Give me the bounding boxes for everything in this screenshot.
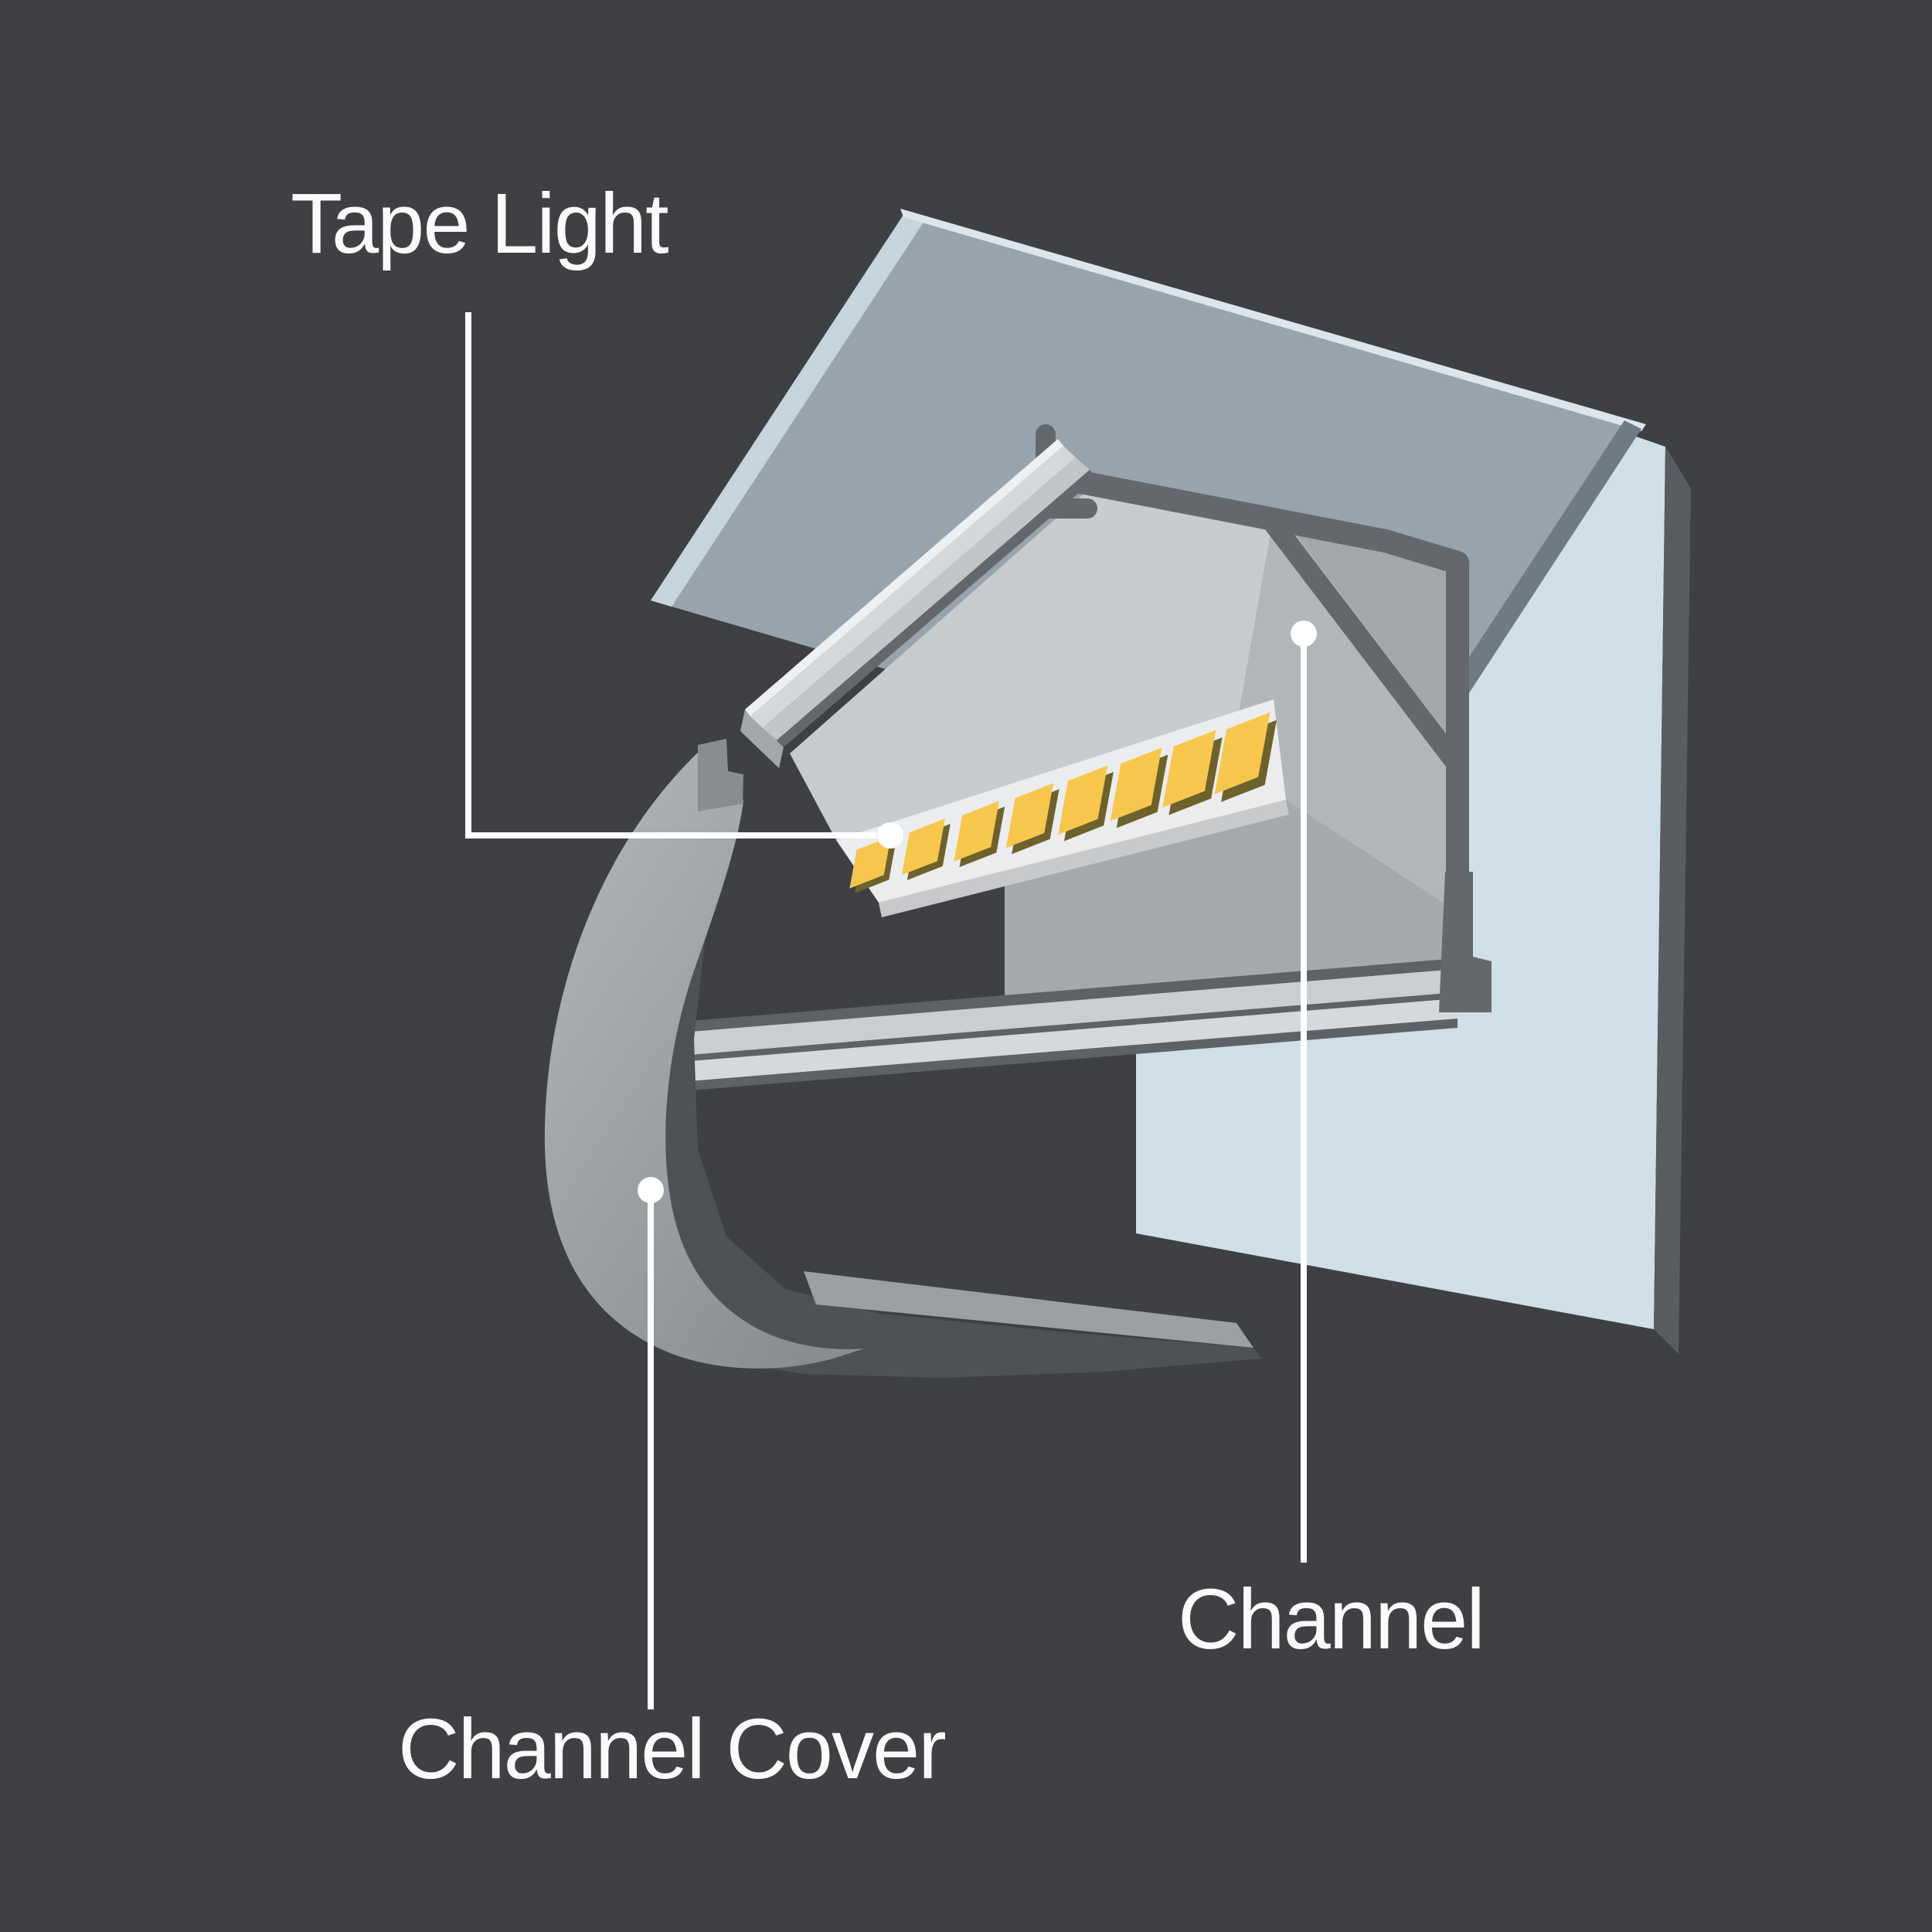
flange-group bbox=[740, 439, 1097, 768]
profile-foot bbox=[1439, 872, 1492, 1012]
channel-end-face-shaded bbox=[1283, 518, 1458, 748]
led-chip bbox=[1058, 765, 1108, 835]
channel-cover-label: Channel Cover bbox=[398, 1702, 945, 1797]
channel-label: Channel bbox=[1178, 1572, 1484, 1667]
led-chip bbox=[1005, 783, 1054, 849]
channel-top-face bbox=[790, 485, 1271, 840]
cover-top-tab bbox=[698, 739, 743, 811]
flange-highlight bbox=[745, 439, 1063, 716]
flange-under bbox=[763, 457, 1090, 740]
wall-side-edge bbox=[1654, 447, 1691, 1354]
led-chip bbox=[1162, 730, 1216, 808]
rail-groove-dark bbox=[643, 958, 1458, 1036]
led-chip bbox=[901, 818, 945, 876]
tape-light-leader-line bbox=[465, 312, 876, 838]
led-chip bbox=[1110, 747, 1162, 821]
flange-shadow-line bbox=[777, 470, 1097, 747]
flange-end-cap bbox=[740, 709, 784, 768]
channel-cover-group bbox=[544, 739, 1261, 1378]
ceiling-top-edge-light bbox=[900, 209, 1646, 431]
rail-strip-upper bbox=[643, 969, 1458, 1059]
led-chip bbox=[954, 801, 999, 862]
tape-light-group bbox=[836, 699, 1289, 917]
led-array bbox=[849, 712, 1277, 893]
cover-bottom-strip bbox=[804, 1271, 1253, 1348]
led-chip bbox=[1214, 712, 1270, 794]
profile-diagonal-strut bbox=[1265, 518, 1463, 767]
channel-leader-dot bbox=[1291, 621, 1317, 647]
rail-bottom-edge bbox=[643, 1019, 1458, 1094]
tape-light-leader-dot bbox=[877, 822, 903, 849]
tape-light-label: Tape Light bbox=[291, 176, 668, 271]
channel-group bbox=[643, 424, 1492, 1094]
profile-top-and-leg bbox=[1055, 466, 1469, 997]
labels: Tape Light Channel Channel Cover bbox=[291, 176, 1485, 1797]
ceiling-left-highlight bbox=[651, 215, 924, 607]
rail-line-dark bbox=[643, 992, 1458, 1065]
channel-cover-leader-dot bbox=[638, 1177, 664, 1203]
cover-outer-face bbox=[544, 750, 864, 1369]
led-chip bbox=[849, 836, 891, 889]
flange-face bbox=[750, 446, 1076, 728]
rail-strip-lower bbox=[643, 998, 1458, 1085]
leader-lines bbox=[465, 312, 1317, 1709]
tape-board-edge bbox=[879, 800, 1289, 917]
